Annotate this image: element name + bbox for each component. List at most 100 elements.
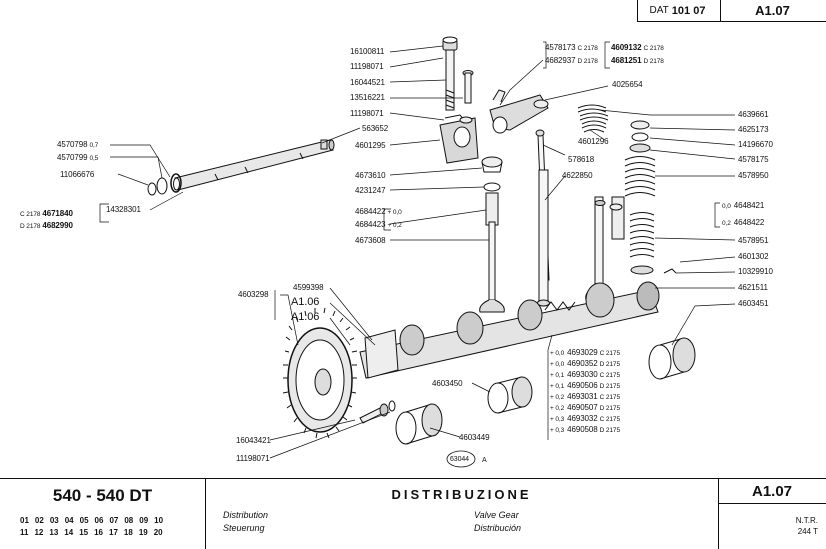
valve-guide	[485, 192, 499, 226]
bearing-code: 4693032	[567, 414, 598, 423]
model-index-number: 17	[109, 528, 118, 537]
bearing-code: 4690506	[567, 381, 598, 390]
shaft-plug	[147, 182, 157, 196]
part-4603298: 4603298	[238, 290, 269, 299]
part-11198071-c: 11198071	[236, 454, 270, 463]
camshaft	[359, 281, 660, 379]
part-4673608: 4673608	[355, 236, 386, 245]
title-es: Distribución	[474, 523, 522, 533]
camshaft-gear	[282, 307, 358, 439]
bearing-oversize: + 0,2	[550, 405, 565, 412]
model-index-number: 11	[20, 528, 29, 537]
part-563652: 563652	[362, 124, 389, 133]
ntr-value: 244 T	[797, 527, 818, 536]
shaft-washer	[156, 177, 168, 195]
figure-number: 63044	[450, 456, 469, 463]
part-16043421: 16043421	[236, 436, 271, 445]
model-index-number: 07	[109, 516, 119, 525]
part-4025654: 4025654	[612, 80, 643, 89]
model-index-number: 08	[124, 516, 134, 525]
part-16100811: 16100811	[350, 47, 385, 56]
dat-reference: DAT 101 07	[637, 0, 721, 22]
part-4603449: 4603449	[459, 433, 490, 442]
rocker-arm	[489, 89, 549, 134]
part-4603451: 4603451	[738, 299, 769, 308]
model-index-number: 09	[139, 516, 149, 525]
part-4684423: 4684423+ 0,2	[355, 220, 402, 229]
part-578618: 578618	[568, 155, 595, 164]
title-en: Valve Gear	[474, 510, 519, 520]
part-10329910: 10329910	[738, 267, 773, 276]
bearing-code: 4690352	[567, 359, 598, 368]
bearing-code: 4690507	[567, 403, 598, 412]
leader-lines	[99, 41, 736, 459]
valve-gear-diagram	[99, 36, 736, 468]
bearing-oversize: + 0,1	[550, 383, 565, 390]
bearing-variant: C 2175	[599, 416, 620, 423]
dat-number: 101 07	[671, 4, 706, 17]
model-index-number: 14	[64, 528, 74, 537]
part-4673610: 4673610	[355, 171, 386, 180]
bearing-oversize: + 0,3	[550, 416, 565, 423]
part-4601296: 4601296	[578, 137, 609, 146]
part-11198071: 11198071	[350, 62, 384, 71]
page-code: A1.07	[719, 0, 826, 22]
bearing-oversize: + 0,3	[550, 427, 565, 434]
model-index-number: 05	[79, 516, 89, 525]
ntr-label: N.T.R.	[795, 516, 818, 525]
part-16044521: 16044521	[350, 78, 385, 87]
part-4578950: 4578950	[738, 171, 769, 180]
bearing-variant: C 2175	[599, 372, 620, 379]
model-index-number: 01	[20, 516, 29, 525]
rocker-shaft	[173, 139, 335, 191]
part-14328301: 14328301	[106, 205, 141, 214]
model-index-number: 06	[94, 516, 104, 525]
bearing-oversize: + 0,2	[550, 394, 565, 401]
model-index-number: 02	[34, 516, 44, 525]
bearing-oversize: + 0,1	[550, 372, 565, 379]
intake-valve	[479, 221, 505, 313]
model-index-number: 16	[94, 528, 103, 537]
model-index-number: 04	[64, 516, 74, 525]
outer-valve-spring	[624, 120, 656, 275]
model-index-number: 03	[49, 516, 59, 525]
dat-prefix: DAT	[649, 5, 669, 16]
thrust-plate	[364, 329, 399, 379]
valve-cap	[481, 156, 503, 168]
code-box: A1.07 N.T.R. 244 T	[718, 479, 826, 549]
shaft-circlip	[170, 173, 182, 193]
part-13516221: 13516221	[350, 93, 385, 102]
bearing-variant: D 2175	[599, 383, 620, 390]
bearing-variant: D 2175	[599, 405, 620, 412]
ref-a106-1: A1.06	[291, 296, 320, 308]
bearing-code: 4693029	[567, 348, 598, 357]
part-4625173: 4625173	[738, 125, 769, 134]
bearing-oversize: + 0,0	[550, 350, 565, 357]
part-4601295: 4601295	[355, 141, 386, 150]
title-de: Steuerung	[223, 523, 265, 533]
section-title: DISTRIBUZIONE	[391, 487, 532, 502]
small-pin	[663, 268, 677, 274]
figure-suffix: A	[482, 457, 487, 464]
model-index-number: 18	[123, 528, 133, 537]
part-11198071-b: 11198071	[350, 109, 384, 118]
bearing-variant: C 2175	[599, 350, 620, 357]
rocker-support	[439, 114, 479, 164]
